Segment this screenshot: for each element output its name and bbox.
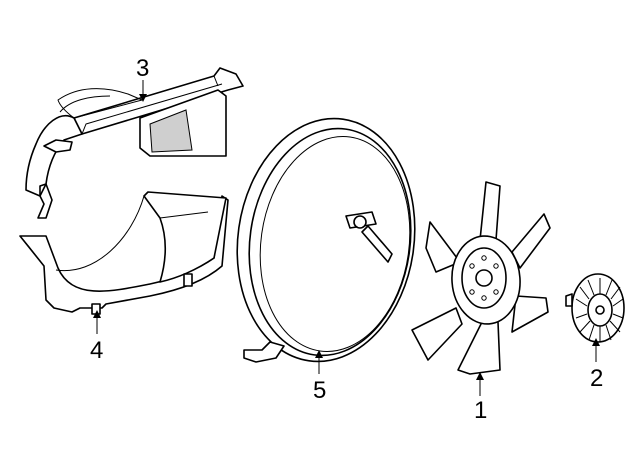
- fan-ring-shroud-part: [236, 117, 416, 363]
- callout-5-label: 5: [313, 377, 326, 404]
- fan-part: [411, 181, 551, 375]
- callout-2-label: 2: [590, 365, 603, 392]
- lower-shroud-part: [19, 191, 229, 315]
- callout-3-label: 3: [136, 55, 149, 82]
- leader-lines: [93, 80, 600, 396]
- upper-shroud-part: [25, 67, 244, 219]
- callout-1-label: 1: [474, 397, 487, 424]
- fan-clutch-part: [565, 273, 625, 343]
- callout-4-label: 4: [90, 337, 103, 364]
